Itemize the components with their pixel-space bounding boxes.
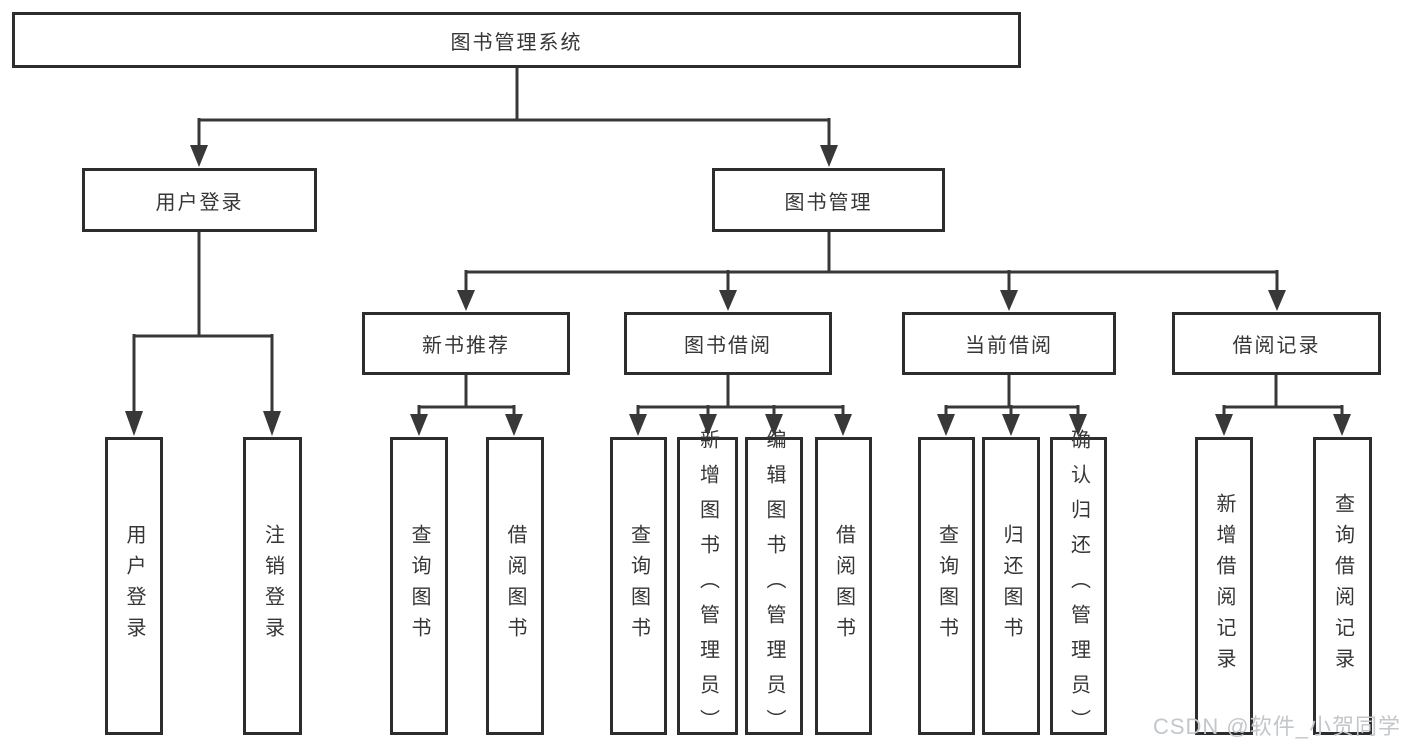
leaf-label-user-login: 用户登录 xyxy=(123,524,145,648)
node-user-login: 用户登录 xyxy=(82,168,317,232)
edge-current-borrow-children xyxy=(937,375,1087,436)
leaf-label-bb-query-books: 查询图书 xyxy=(627,524,650,648)
leaf-cb-return-books: 归还图书 xyxy=(982,437,1040,735)
leaf-bb-add-books-admin: 新增图书（管理员） xyxy=(677,429,738,744)
leaf-user-login: 用户登录 xyxy=(105,437,163,735)
node-label-book-management: 图书管理 xyxy=(784,191,873,214)
node-borrowing-records: 借阅记录 xyxy=(1172,312,1381,375)
leaf-label-bb-add-books-admin: 新增图书（管理员） xyxy=(696,428,719,744)
leaf-logout: 注销登录 xyxy=(243,437,302,735)
node-new-book-recommendation: 新书推荐 xyxy=(362,312,570,375)
leaf-label-cb-confirm-return-admin: 确认归还（管理员） xyxy=(1067,428,1090,744)
edge-root-to-level1 xyxy=(190,67,838,167)
leaf-label-rec-query-books: 查询图书 xyxy=(408,524,430,648)
edge-user-login-children xyxy=(125,232,281,436)
leaf-label-rec-borrow-books: 借阅图书 xyxy=(504,524,526,648)
leaf-br-add-record: 新增借阅记录 xyxy=(1195,437,1253,735)
csdn-watermark: CSDN @软件_小贺同学 xyxy=(1152,714,1401,739)
node-label-new-book-recommendation: 新书推荐 xyxy=(422,335,510,357)
node-label-current-borrowing: 当前借阅 xyxy=(965,335,1053,357)
leaf-bb-edit-books-admin: 编辑图书（管理员） xyxy=(745,429,803,744)
leaf-bb-query-books: 查询图书 xyxy=(610,437,667,735)
node-current-borrowing: 当前借阅 xyxy=(902,312,1116,375)
node-label-book-borrowing: 图书借阅 xyxy=(684,335,772,357)
node-book-management: 图书管理 xyxy=(712,168,945,232)
node-library-management-system: 图书管理系统 xyxy=(12,12,1021,68)
leaf-cb-query-books: 查询图书 xyxy=(918,437,975,735)
leaf-label-cb-return-books: 归还图书 xyxy=(1000,524,1022,648)
leaf-label-bb-edit-books-admin: 编辑图书（管理员） xyxy=(763,428,785,744)
leaf-label-br-query-record: 查询借阅记录 xyxy=(1331,493,1354,679)
leaf-label-br-add-record: 新增借阅记录 xyxy=(1213,493,1235,679)
edge-book-mgmt-to-level2 xyxy=(457,232,1286,311)
leaf-label-logout: 注销登录 xyxy=(261,524,284,648)
leaf-bb-borrow-books: 借阅图书 xyxy=(815,437,872,735)
leaf-rec-query-books: 查询图书 xyxy=(390,437,448,735)
edge-book-borrow-children xyxy=(629,375,852,436)
leaf-br-query-record: 查询借阅记录 xyxy=(1313,437,1372,735)
leaf-rec-borrow-books: 借阅图书 xyxy=(486,437,544,735)
edge-borrow-records-children xyxy=(1215,375,1351,436)
node-book-borrowing: 图书借阅 xyxy=(624,312,832,375)
node-label-user-login: 用户登录 xyxy=(155,191,244,214)
edge-new-book-rec-children xyxy=(410,375,523,436)
node-label-borrowing-records: 借阅记录 xyxy=(1232,335,1321,357)
leaf-label-cb-query-books: 查询图书 xyxy=(935,524,958,648)
node-label-root: 图书管理系统 xyxy=(450,31,583,54)
leaf-label-bb-borrow-books: 借阅图书 xyxy=(832,524,855,648)
leaf-cb-confirm-return-admin: 确认归还（管理员） xyxy=(1050,429,1107,744)
